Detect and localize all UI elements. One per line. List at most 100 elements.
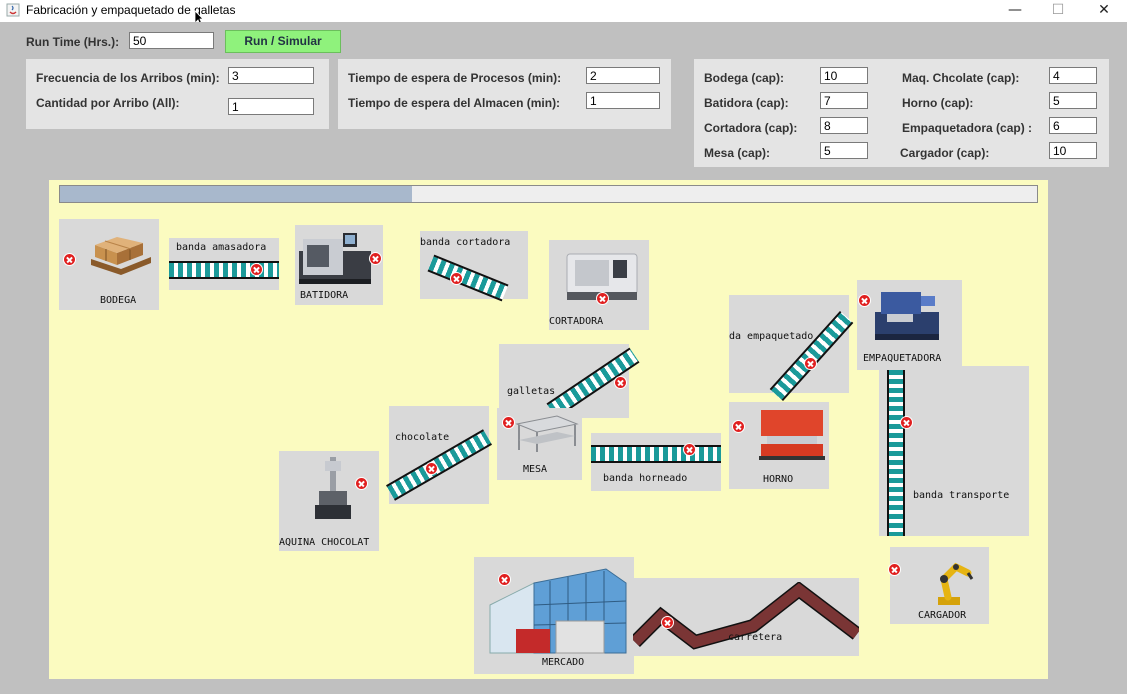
- red-x-icon: [250, 263, 263, 276]
- cortadora-cap-input[interactable]: 8: [820, 117, 868, 134]
- bodega-cap-input[interactable]: 10: [820, 67, 868, 84]
- banda-empaquetado-conveyor[interactable]: da empaquetado: [729, 295, 854, 402]
- horno-cap-label: Horno (cap):: [902, 96, 974, 110]
- conveyor-belt: [427, 254, 509, 302]
- banda-chocolate-conveyor[interactable]: chocolate: [386, 406, 492, 504]
- empaquetadora-station[interactable]: EMPAQUETADORA: [857, 280, 962, 370]
- banda-horneado-label: banda horneado: [603, 473, 688, 484]
- warehouse-wait-label: Tiempo de espera del Almacen (min):: [348, 96, 561, 110]
- red-x-icon: [683, 443, 696, 456]
- arrivals-panel: Frecuencia de los Arribos (min): 3 Canti…: [26, 59, 329, 129]
- mesa-cap-input[interactable]: 5: [820, 142, 868, 159]
- run-simulate-button[interactable]: Run / Simular: [225, 30, 341, 53]
- horno-cap-input[interactable]: 5: [1049, 92, 1097, 109]
- batidora-station[interactable]: BATIDORA: [295, 225, 383, 305]
- main-content: Run Time (Hrs.): 50 Run / Simular Frecue…: [0, 22, 1127, 694]
- carretera-road[interactable]: carretera: [633, 578, 859, 656]
- chocolate-label: chocolate: [395, 432, 450, 443]
- cortadora-station[interactable]: CORTADORA: [549, 240, 649, 330]
- cortadora-label: CORTADORA: [549, 316, 604, 327]
- bodega-cap-label: Bodega (cap):: [704, 71, 785, 85]
- warehouse-wait-input[interactable]: 1: [586, 92, 660, 109]
- red-x-icon: [596, 292, 609, 305]
- java-app-icon: [6, 3, 20, 17]
- chocolate-machine-cap-input[interactable]: 4: [1049, 67, 1097, 84]
- banda-galletas-conveyor[interactable]: galletas: [499, 344, 640, 419]
- red-x-icon: [804, 357, 817, 370]
- robot-arm-icon: [924, 553, 974, 609]
- red-x-icon: [502, 416, 515, 429]
- batidora-label: BATIDORA: [300, 290, 349, 301]
- close-button[interactable]: ✕: [1098, 2, 1110, 18]
- empaquetadora-cap-input[interactable]: 6: [1049, 117, 1097, 134]
- progress-fill: [60, 186, 412, 202]
- mercado-label: MERCADO: [542, 657, 585, 668]
- arrival-frequency-label: Frecuencia de los Arribos (min):: [36, 71, 220, 85]
- run-time-input[interactable]: 50: [129, 32, 214, 49]
- wait-times-panel: Tiempo de espera de Procesos (min): 2 Ti…: [338, 59, 671, 129]
- cnc-machine-icon: [297, 229, 373, 287]
- batidora-cap-input[interactable]: 7: [820, 92, 868, 109]
- red-x-icon: [425, 462, 438, 475]
- chocolate-machine-cap-label: Maq. Chcolate (cap):: [902, 71, 1020, 85]
- cargador-station[interactable]: CARGADOR: [888, 547, 989, 624]
- pallet-boxes-icon: [87, 231, 155, 275]
- simulation-progress-bar: [59, 185, 1038, 203]
- store-building-icon: [486, 565, 632, 657]
- empaquetadora-label: EMPAQUETADORA: [863, 353, 942, 364]
- banda-transporte-conveyor[interactable]: banda transporte: [879, 366, 1029, 536]
- galletas-label: galletas: [507, 386, 556, 397]
- banda-transporte-label: banda transporte: [913, 490, 1010, 501]
- banda-cortadora-conveyor[interactable]: banda cortadora: [420, 231, 528, 302]
- capacities-panel: Bodega (cap): 10 Maq. Chcolate (cap): 4 …: [694, 59, 1109, 167]
- red-x-icon: [355, 477, 368, 490]
- press-brake-icon: [757, 406, 827, 462]
- horno-station[interactable]: HORNO: [729, 402, 829, 489]
- window-titlebar: Fabricación y empaquetado de galletas — …: [0, 0, 1127, 26]
- maximize-button[interactable]: ☐: [1051, 2, 1065, 18]
- minimize-button[interactable]: —: [1008, 2, 1022, 18]
- banda-amasadora-conveyor[interactable]: banda amasadora: [169, 238, 279, 290]
- red-x-icon: [900, 416, 913, 429]
- red-x-icon: [450, 272, 463, 285]
- arrival-frequency-input[interactable]: 3: [228, 67, 314, 84]
- red-x-icon: [498, 573, 511, 586]
- road-path-icon: [633, 582, 859, 654]
- bandsaw-machine-icon: [867, 286, 947, 344]
- batidora-cap-label: Batidora (cap):: [704, 96, 789, 110]
- red-x-icon: [369, 252, 382, 265]
- process-wait-label: Tiempo de espera de Procesos (min):: [348, 71, 562, 85]
- banda-horneado-conveyor[interactable]: banda horneado: [591, 433, 721, 491]
- conveyor-belt: [887, 370, 905, 536]
- window-title: Fabricación y empaquetado de galletas: [26, 3, 236, 17]
- process-wait-input[interactable]: 2: [586, 67, 660, 84]
- red-x-icon: [858, 294, 871, 307]
- cargador-label: CARGADOR: [918, 610, 967, 621]
- arrival-quantity-input[interactable]: 1: [228, 98, 314, 115]
- maquina-chocolate-label: AQUINA CHOCOLAT: [279, 537, 370, 548]
- banda-amasadora-label: banda amasadora: [176, 242, 267, 253]
- banda-cortadora-label: banda cortadora: [420, 237, 511, 248]
- measuring-machine-icon: [313, 455, 353, 523]
- bodega-label: BODEGA: [100, 295, 137, 306]
- red-x-icon: [661, 616, 674, 629]
- run-time-label: Run Time (Hrs.):: [26, 35, 120, 49]
- cargador-cap-label: Cargador (cap):: [900, 146, 990, 160]
- conveyor-belt: [769, 310, 854, 402]
- conveyor-belt: [591, 445, 721, 463]
- maquina-chocolate-station[interactable]: AQUINA CHOCOLAT: [279, 451, 379, 551]
- mesa-station[interactable]: MESA: [497, 408, 582, 480]
- mercado-station[interactable]: MERCADO: [474, 557, 634, 674]
- mesa-label: MESA: [523, 464, 548, 475]
- bodega-station[interactable]: BODEGA: [59, 219, 159, 310]
- red-x-icon: [732, 420, 745, 433]
- simulation-canvas: BODEGA banda amasadora BATIDORA: [49, 180, 1048, 679]
- carretera-label: carretera: [728, 632, 783, 643]
- horno-label: HORNO: [763, 474, 794, 485]
- red-x-icon: [614, 376, 627, 389]
- cortadora-cap-label: Cortadora (cap):: [704, 121, 798, 135]
- red-x-icon: [63, 253, 76, 266]
- arrival-quantity-label: Cantidad por Arribo (All):: [36, 96, 180, 110]
- steel-table-icon: [511, 414, 581, 454]
- cargador-cap-input[interactable]: 10: [1049, 142, 1097, 159]
